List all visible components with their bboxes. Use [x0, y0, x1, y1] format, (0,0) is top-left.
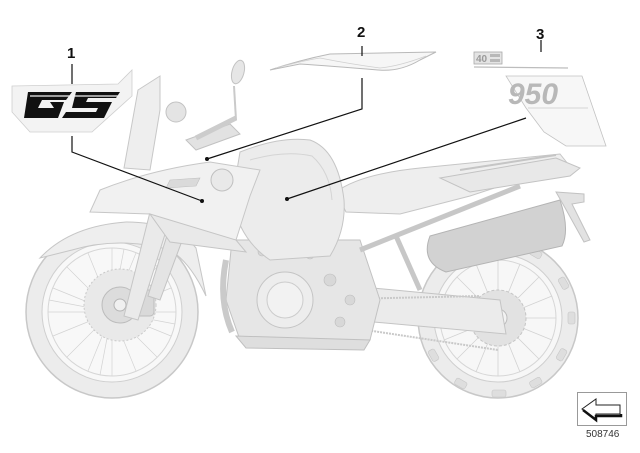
front-fender	[38, 221, 207, 297]
back-button[interactable]	[577, 392, 627, 426]
callout-number-1: 1	[67, 45, 76, 62]
engine	[220, 239, 381, 351]
badge-40-text: 40	[476, 54, 488, 65]
callout-line-1	[71, 64, 203, 202]
callout-line-2	[206, 46, 363, 160]
callout-number-2: 2	[357, 24, 366, 41]
callout-dots	[200, 157, 289, 203]
exhaust-muffler	[426, 199, 566, 273]
reference-number: 508746	[586, 429, 620, 440]
decal-950-text: 950	[508, 78, 558, 111]
decal-tank-stripe	[269, 51, 437, 71]
frame	[359, 183, 521, 292]
back-arrow-icon	[581, 398, 623, 423]
callout-lines	[71, 40, 542, 202]
seat-and-tail	[335, 153, 591, 243]
decal-950: 40 950	[473, 51, 607, 147]
callout-line-3	[286, 40, 542, 200]
front-wheel	[25, 225, 199, 399]
windscreen-cockpit	[123, 59, 246, 171]
callout-number-3: 3	[536, 26, 545, 43]
decal-gs	[11, 69, 133, 133]
side-fairing	[89, 161, 261, 253]
